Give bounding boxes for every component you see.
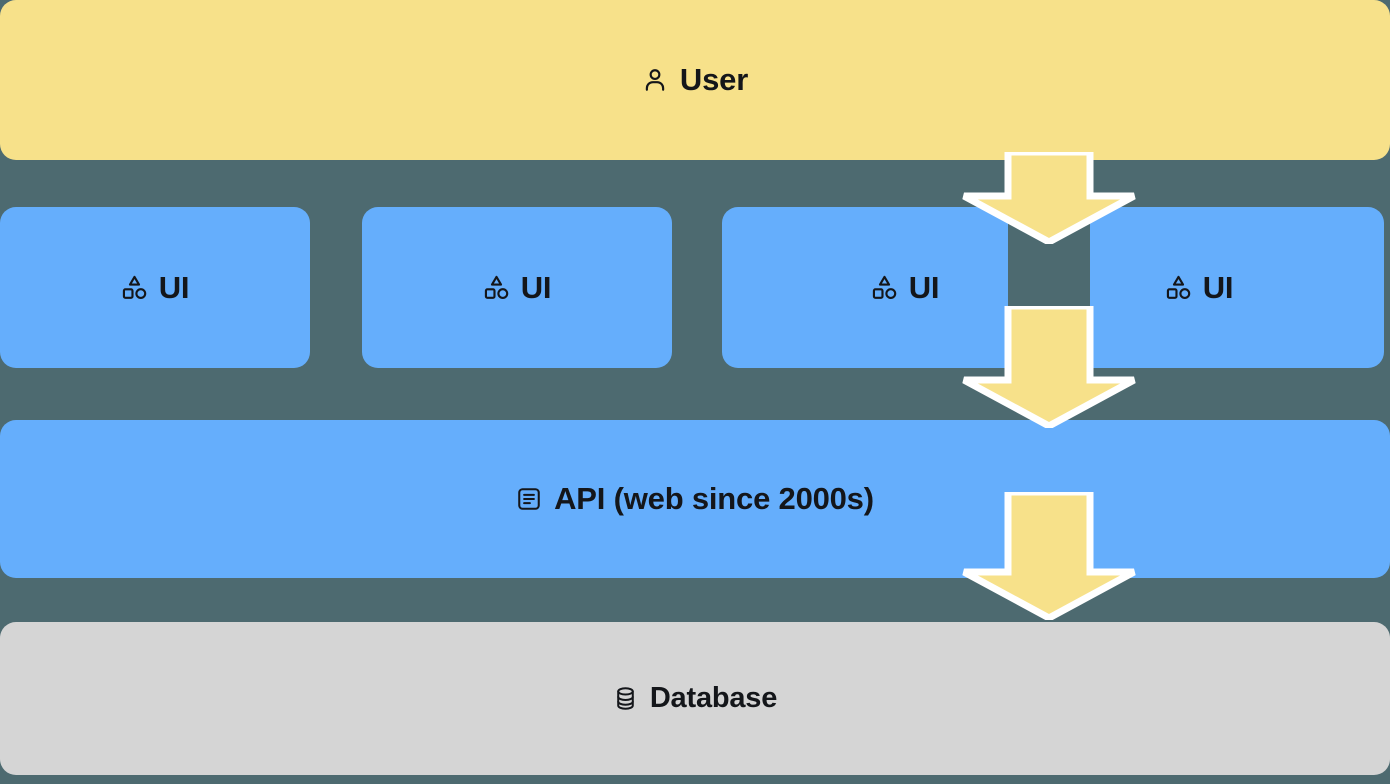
api-layer-band: API (web since 2000s): [0, 420, 1390, 578]
shapes-icon: [483, 274, 510, 301]
ui-label-group-2: UI: [483, 269, 552, 306]
api-layer-label-group: API (web since 2000s): [516, 481, 874, 517]
user-layer-band: User: [0, 0, 1390, 160]
api-layer-label: API (web since 2000s): [554, 481, 874, 516]
ui-label-3: UI: [908, 269, 940, 305]
database-layer-band: Database: [0, 622, 1390, 775]
ui-box-2[interactable]: UI: [362, 207, 672, 368]
shapes-icon: [871, 274, 898, 301]
database-layer-label-group: Database: [613, 682, 777, 715]
ui-label-group-1: UI: [121, 269, 190, 306]
ui-label-4: UI: [1202, 269, 1234, 305]
database-cylinder-icon: [613, 686, 638, 711]
user-layer-label-group: User: [642, 62, 748, 98]
ui-box-4[interactable]: UI: [1090, 207, 1384, 368]
ui-label-2: UI: [520, 269, 552, 305]
ui-label-group-4: UI: [1165, 269, 1234, 306]
document-list-icon: [516, 486, 542, 512]
database-layer-label: Database: [649, 682, 778, 714]
user-layer-label: User: [679, 62, 749, 97]
ui-label-1: UI: [158, 269, 190, 305]
ui-label-group-3: UI: [871, 269, 940, 306]
shapes-icon: [121, 274, 148, 301]
ui-box-3[interactable]: UI: [722, 207, 1008, 368]
shapes-icon: [1165, 274, 1192, 301]
person-icon: [642, 67, 668, 93]
ui-box-1[interactable]: UI: [0, 207, 310, 368]
